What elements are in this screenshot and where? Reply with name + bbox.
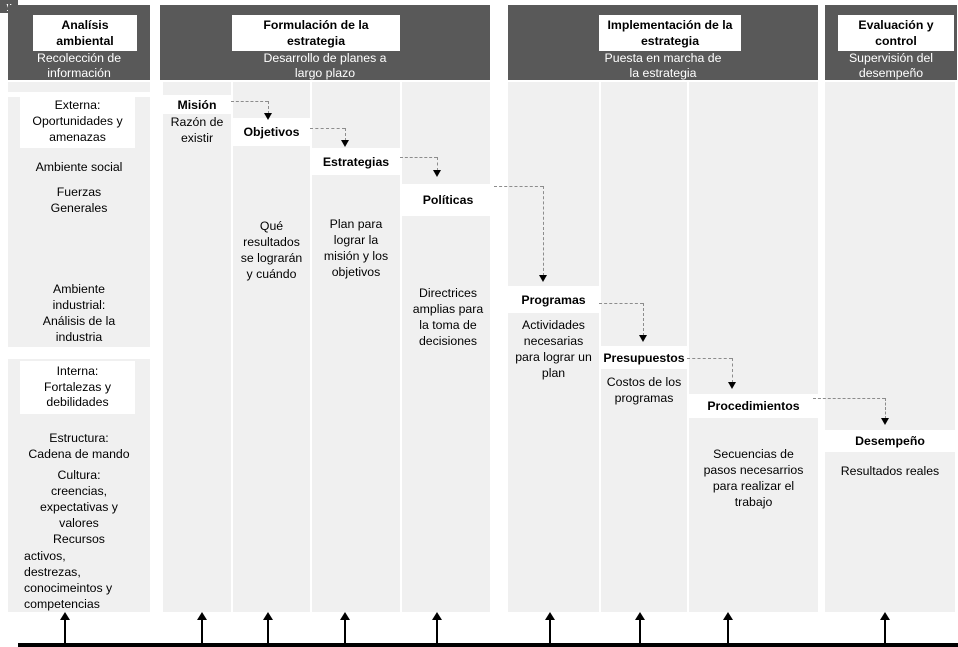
column-programas	[508, 82, 599, 612]
dash-line	[400, 157, 437, 158]
dash-line	[885, 398, 886, 419]
section-subtitle: Recolección de información	[36, 51, 122, 81]
section-header-formulacion: Formulación de la estrategia Desarrollo …	[160, 5, 490, 80]
section-title: Formulación de la estrategia	[232, 15, 400, 52]
culture-text: Cultura: creencias, expectativas y valor…	[40, 468, 118, 530]
step-box-desempeno: Desempeño	[825, 430, 955, 452]
feedback-arrow-stem	[344, 620, 346, 647]
dash-line	[310, 128, 345, 129]
step-desc-estrategias: Plan para lograr la misión y los objetiv…	[323, 217, 389, 279]
dash-line	[231, 101, 268, 102]
step-box-estrategias: Estrategias	[312, 148, 400, 175]
feedback-arrow-stem	[727, 620, 729, 647]
general-forces-text: Fuerzas Generales	[50, 185, 108, 215]
step-desc-politicas: Directrices amplias para la toma de deci…	[412, 286, 484, 348]
structure-text: Estructura: Cadena de mando	[28, 431, 130, 461]
step-desc-objetivos: Qué resultados se lograrán y cuándo	[240, 219, 303, 281]
section-title: Evaluación y control	[838, 15, 954, 52]
dash-line	[494, 186, 543, 187]
column-gap	[8, 92, 150, 97]
feedback-arrow-stem	[549, 620, 551, 647]
feedback-arrow-up-icon	[197, 612, 207, 620]
feedback-line	[18, 643, 958, 647]
step-box-procedimientos: Procedimientos	[689, 394, 818, 418]
feedback-arrow-stem	[267, 620, 269, 647]
feedback-arrow-up-icon	[60, 612, 70, 620]
feedback-arrow-stem	[884, 620, 886, 647]
column-desempeno	[825, 82, 955, 612]
feedback-arrow-stem	[64, 620, 66, 647]
arrowhead-down-icon	[639, 335, 647, 342]
arrowhead-down-icon	[728, 382, 736, 389]
dash-line	[543, 186, 544, 276]
step-box-objetivos: Objetivos	[233, 118, 310, 146]
section-subtitle: Supervisión del desempeño	[848, 51, 934, 81]
step-box-presupuestos: Presupuestos	[601, 346, 687, 369]
external-analysis-box: Externa: Oportunidades y amenazas	[20, 96, 135, 148]
column-objetivos	[233, 82, 310, 612]
dash-line	[268, 101, 269, 114]
arrowhead-down-icon	[264, 113, 272, 120]
feedback-arrow-up-icon	[880, 612, 890, 620]
step-desc-procedimientos: Secuencias de pasos necesarrios para rea…	[703, 447, 804, 509]
internal-analysis-box: Interna: Fortalezas y debilidades	[20, 361, 135, 414]
resources-heading: Recursos	[53, 532, 105, 546]
step-desc-mision: Razón de existir	[170, 115, 224, 145]
step-desc-programas: Actividades necesarias para lograr un pl…	[515, 318, 592, 380]
dash-line	[345, 128, 346, 141]
feedback-arrow-up-icon	[432, 612, 442, 620]
feedback-arrow-stem	[201, 620, 203, 647]
step-desc-desempeno: Resultados reales	[840, 464, 940, 478]
feedback-arrow-stem	[639, 620, 641, 647]
feedback-arrow-up-icon	[723, 612, 733, 620]
dash-line	[687, 358, 732, 359]
section-header-implementacion: Implementación de la estrategia Puesta e…	[508, 5, 818, 80]
dash-line	[813, 398, 885, 399]
feedback-arrow-up-icon	[340, 612, 350, 620]
feedback-arrow-stem	[436, 620, 438, 647]
column-politicas	[402, 82, 490, 612]
arrowhead-down-icon	[433, 170, 441, 177]
industry-analysis-text: Ambiente industrial: Análisis de la indu…	[42, 282, 116, 344]
dash-line	[732, 358, 733, 383]
social-environment-text: Ambiente social	[35, 160, 123, 174]
section-title: Implementación de la estrategia	[599, 15, 741, 52]
arrowhead-down-icon	[539, 275, 547, 282]
dash-line	[643, 303, 644, 336]
feedback-arrow-up-icon	[545, 612, 555, 620]
arrowhead-down-icon	[881, 418, 889, 425]
section-title: Analísis ambiental	[33, 15, 137, 52]
section-header-analisis: Analísis ambiental Recolección de inform…	[8, 5, 150, 80]
step-box-programas: Programas	[508, 286, 599, 313]
column-gap	[8, 347, 150, 359]
resources-list: activos, destrezas, conocimeintos y comp…	[24, 549, 113, 611]
section-subtitle: Puesta en marcha de la estrategia	[604, 51, 722, 81]
feedback-arrow-up-icon	[635, 612, 645, 620]
step-box-politicas: Políticas	[402, 184, 494, 216]
arrowhead-down-icon	[341, 140, 349, 147]
step-box-mision: Misión	[163, 95, 231, 114]
column-procedimientos	[689, 82, 818, 612]
section-header-evaluacion: Evaluación y control Supervisión del des…	[825, 5, 957, 80]
feedback-arrow-up-icon	[263, 612, 273, 620]
step-desc-presupuestos: Costos de los programas	[606, 375, 682, 405]
dash-line	[437, 157, 438, 171]
dash-line	[599, 303, 643, 304]
section-subtitle: Desarrollo de planes a largo plazo	[263, 51, 387, 81]
column-mision	[163, 82, 231, 612]
